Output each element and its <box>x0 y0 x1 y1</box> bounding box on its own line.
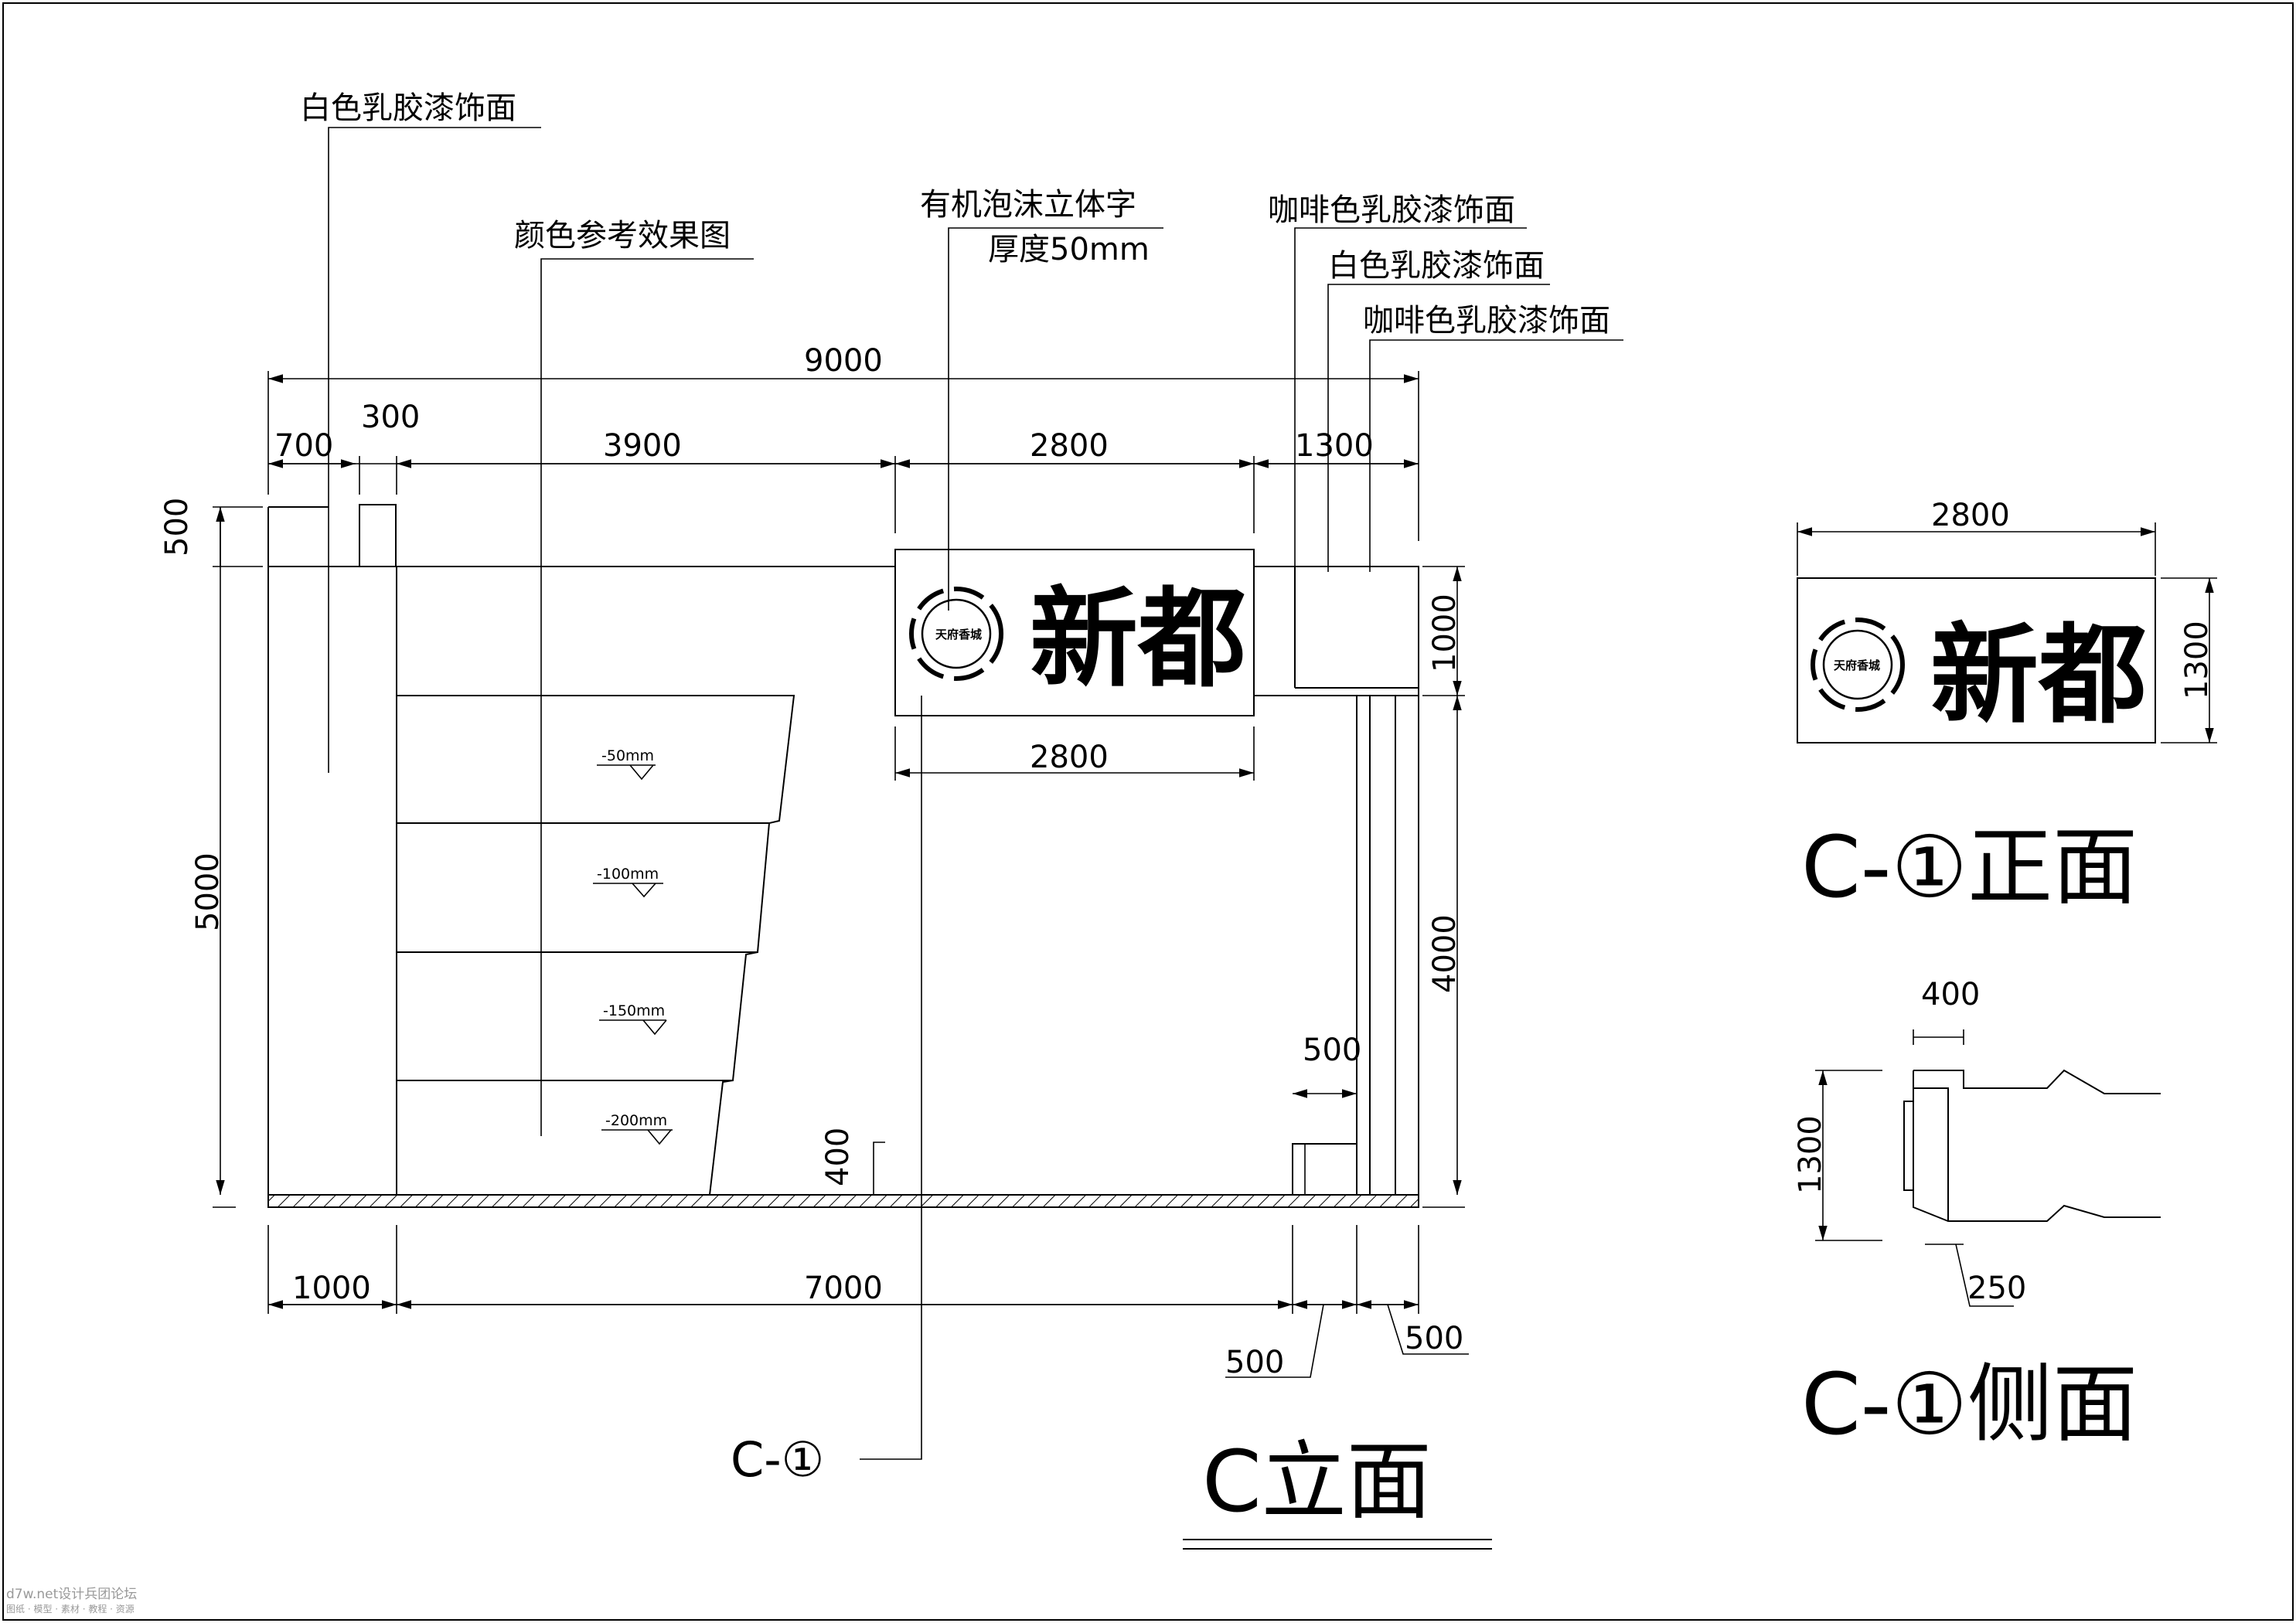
dim-500-bottom-right: 500 <box>1405 1321 1463 1356</box>
dim-400: 400 <box>820 1128 856 1186</box>
note-coffee-latex-2: 咖啡色乳胶漆饰面 <box>1363 303 1610 339</box>
dim-2800-sign: 2800 <box>1030 740 1109 775</box>
logo-text-main: 天府香城 <box>935 628 982 641</box>
level-markers: -50mm -100mm -150mm -200mm <box>593 747 673 1145</box>
note-white-latex-2: 白色乳胶漆饰面 <box>1328 248 1545 284</box>
dim-500-left: 500 <box>159 498 195 556</box>
dim-1300: 1300 <box>1295 428 1374 464</box>
watermark-line1: d7w.net设计兵团论坛 <box>6 1587 138 1602</box>
dim-7000: 7000 <box>804 1271 883 1306</box>
brand-text-front: 新都 <box>1930 613 2147 739</box>
dim-1000-bottom: 1000 <box>292 1271 371 1306</box>
watermark-line2: 图纸 · 模型 · 素材 · 教程 · 资源 <box>6 1604 135 1614</box>
dimension-lines <box>213 371 1469 1378</box>
brand-text-main: 新都 <box>1030 577 1246 703</box>
front-view-title: C-①正面 <box>1801 818 2138 917</box>
dim-4000: 4000 <box>1427 914 1463 993</box>
dim-500-counter: 500 <box>1303 1033 1361 1068</box>
level-150: -150mm <box>603 1002 665 1019</box>
floor-hatch <box>267 1194 1419 1208</box>
callout-c1: C-① <box>731 1431 824 1488</box>
dim-2800-top: 2800 <box>1030 428 1109 464</box>
front-dim-1300: 1300 <box>2179 621 2215 699</box>
dim-700: 700 <box>274 428 333 464</box>
dim-9000: 9000 <box>804 343 883 379</box>
note-white-latex-1: 白色乳胶漆饰面 <box>300 90 516 126</box>
side-dim-250: 250 <box>1967 1271 2026 1306</box>
front-dim-2800: 2800 <box>1931 498 2010 533</box>
dim-3900: 3900 <box>603 428 682 464</box>
front-sign-board <box>1797 577 2156 743</box>
side-dim-1300: 1300 <box>1793 1115 1828 1194</box>
brand-logo-main: 天府香城 <box>909 587 1003 681</box>
logo-text-front: 天府香城 <box>1834 658 1880 672</box>
watermark: d7w.net设计兵团论坛 图纸 · 模型 · 素材 · 教程 · 资源 <box>6 1587 137 1617</box>
side-view <box>1815 1029 2161 1307</box>
note-color-reference: 颜色参考效果图 <box>514 218 731 253</box>
level-200: -200mm <box>605 1112 667 1129</box>
elevation-title: C立面 <box>1202 1432 1432 1531</box>
side-view-title: C-①侧面 <box>1801 1355 2138 1454</box>
note-coffee-latex-1: 咖啡色乳胶漆饰面 <box>1268 192 1515 228</box>
note-thickness: 厚度50mm <box>988 232 1150 267</box>
note-foam-letters: 有机泡沫立体字 <box>920 187 1136 223</box>
dim-1000-right: 1000 <box>1427 594 1463 672</box>
level-100: -100mm <box>597 866 659 883</box>
dim-500-bottom-left: 500 <box>1225 1345 1284 1380</box>
side-dim-400: 400 <box>1921 977 1980 1012</box>
main-elevation: -50mm -100mm -150mm -200mm <box>267 127 1623 1460</box>
dim-5000: 5000 <box>190 852 226 931</box>
front-view: 天府香城 新都 <box>1797 522 2217 743</box>
level-50: -50mm <box>601 747 654 764</box>
dim-300: 300 <box>361 400 420 435</box>
